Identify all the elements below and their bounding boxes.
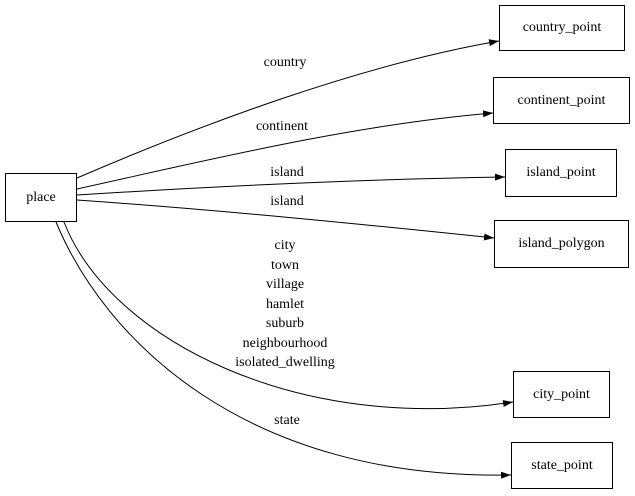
node-country-point-label: country_point [522, 20, 602, 35]
edge-label-village-line: village [265, 277, 305, 292]
node-continent-point-label: continent_point [517, 92, 606, 108]
node-island-point: island_point [505, 149, 617, 197]
edge-label-isolated-dwelling-line: isolated_dwelling [235, 355, 335, 370]
edge-place-state-point [55, 221, 512, 479]
edge-label-town-line: town [270, 257, 299, 273]
node-city-point: city_point [513, 371, 610, 418]
edge-label-continent: continent [255, 119, 309, 134]
edge-label-state: state [274, 413, 300, 428]
edge-place-country-point [76, 39, 500, 179]
node-island-point-label: island_point [526, 165, 596, 180]
edge-label-city-point-group: city town village hamlet suburb neighbou… [235, 236, 335, 373]
node-state-point: state_point [511, 442, 613, 489]
node-city-point-label: city_point [533, 386, 590, 402]
edge-label-city-line: city [274, 238, 296, 253]
edge-label-country: country [263, 55, 307, 70]
edge-label-island-point: island [270, 165, 304, 180]
edge-place-island-point [76, 173, 506, 196]
edge-label-neighbourhood-line: neighbourhood [242, 335, 328, 351]
edge-label-island-polygon: island [270, 194, 304, 209]
node-state-point-label: state_point [531, 457, 593, 473]
edge-label-hamlet-line: hamlet [265, 296, 305, 312]
node-continent-point: continent_point [493, 77, 630, 124]
edge-place-city-point [63, 221, 514, 410]
node-place-label: place [26, 189, 56, 205]
node-place: place [5, 173, 77, 222]
node-island-polygon-label: island_polygon [518, 236, 605, 251]
node-island-polygon: island_polygon [494, 220, 629, 268]
edge-place-continent-point [76, 110, 494, 190]
node-country-point: country_point [499, 5, 625, 51]
edge-label-suburb-line: suburb [265, 316, 305, 331]
edge-place-island-polygon [76, 199, 495, 241]
